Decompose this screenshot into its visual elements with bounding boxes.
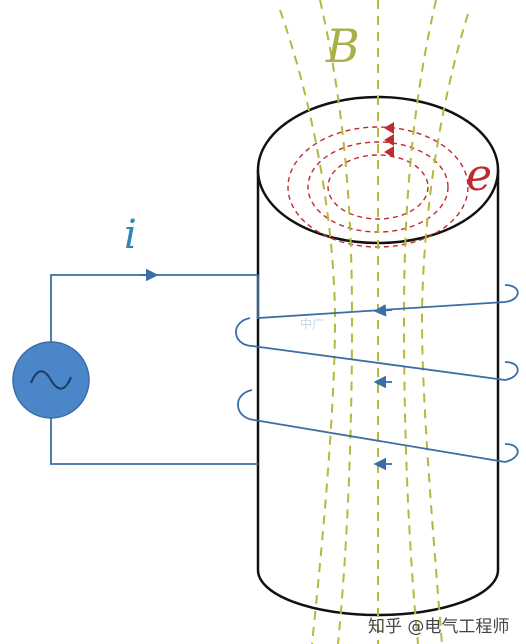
coil-turn-3-back-loop xyxy=(504,443,519,463)
circuit-top-wire xyxy=(50,274,258,342)
label-e: e xyxy=(466,150,492,201)
label-i: i xyxy=(124,212,137,258)
magnetic-field-lines xyxy=(279,0,469,644)
watermark-faint: 中广 xyxy=(300,316,324,331)
coil-arrow-1 xyxy=(373,304,393,317)
field-line-right-outer xyxy=(420,13,469,644)
eddy-direction-arrows xyxy=(384,122,394,158)
ac-source-sine-wave xyxy=(30,370,72,390)
circuit-bottom-wire xyxy=(50,418,258,465)
coil-turn-3 xyxy=(237,389,506,463)
field-line-left-outer xyxy=(279,9,337,644)
watermark: 知乎 @电气工程师 xyxy=(368,617,509,637)
coil-turn-1-front xyxy=(257,275,506,319)
field-line-left-inner xyxy=(319,0,354,644)
coil-and-circuit xyxy=(50,268,519,471)
coil-turn-1-back-loop xyxy=(504,284,519,303)
eddy-arrow-2 xyxy=(384,134,394,146)
eddy-arrow-1 xyxy=(384,122,394,134)
field-line-right-inner xyxy=(402,0,437,644)
label-B: B xyxy=(325,19,360,73)
coil-turn-2 xyxy=(235,317,506,381)
eddy-arrow-3 xyxy=(384,146,394,158)
eddy-loop-inner xyxy=(327,154,429,220)
ac-source-sine-icon xyxy=(12,341,90,419)
coil-turn-2-back-loop xyxy=(504,361,519,381)
